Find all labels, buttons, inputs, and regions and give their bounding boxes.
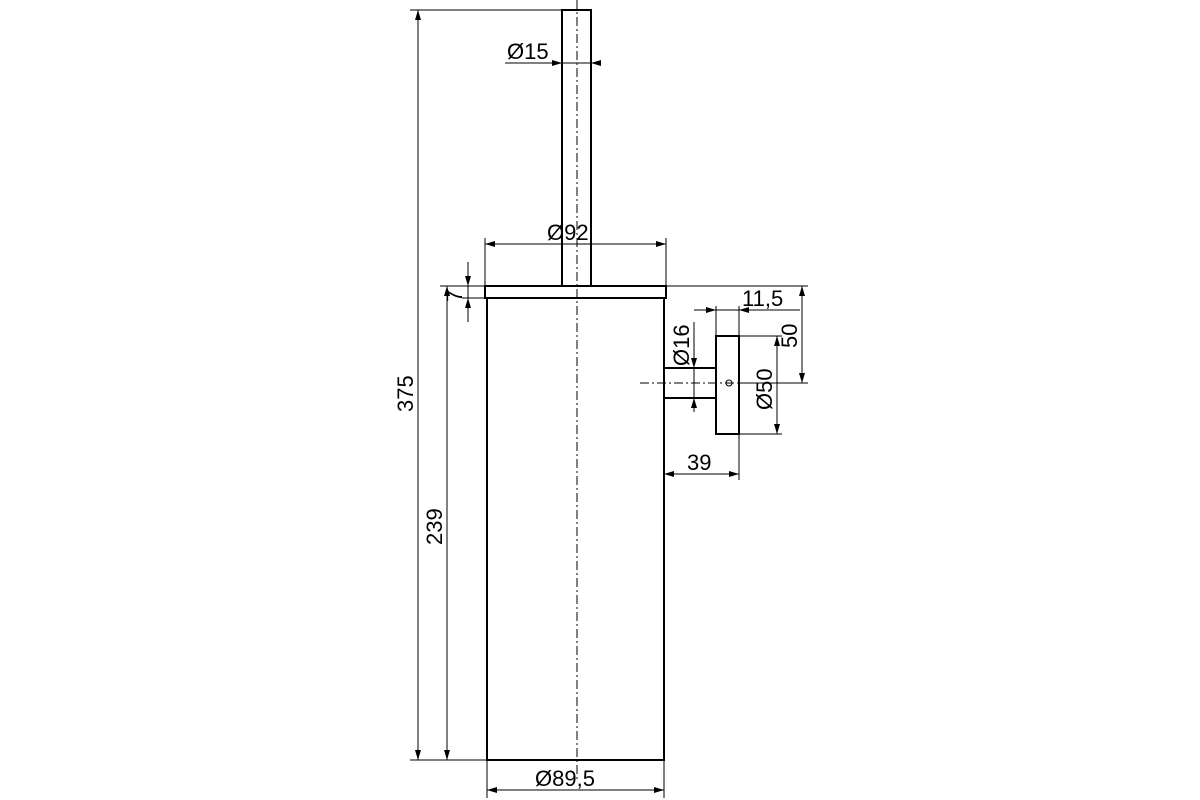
dim-arm-diameter-label: Ø16 [669, 324, 694, 366]
dim-mount-thickness: 11,5 [694, 286, 800, 336]
wall-mount-plate [715, 335, 740, 435]
dim-mount-offset-label: 50 [777, 324, 802, 348]
dim-lid-diameter-label: Ø92 [547, 220, 589, 245]
dim-handle-diameter-label: Ø15 [507, 39, 549, 64]
dim-overall-height-label: 375 [393, 375, 418, 412]
lid [484, 285, 667, 299]
dim-overall-height: 375 [393, 9, 562, 761]
dim-mount-diameter-label: Ø50 [752, 368, 777, 410]
dim-mount-thickness-label: 11,5 [742, 286, 783, 311]
dim-mount-offset: 50 [666, 285, 808, 384]
dim-mount-diameter: Ø50 [739, 335, 782, 435]
dim-body-height: 239 [422, 285, 485, 760]
dim-arm-diameter: Ø16 [669, 322, 697, 412]
dim-wall-projection: 39 [663, 398, 740, 480]
container-body [486, 297, 665, 761]
dim-handle-diameter: Ø15 [505, 39, 601, 66]
dim-body-diameter-label: Ø89,5 [535, 766, 595, 791]
dim-body-diameter: Ø89,5 [486, 760, 665, 798]
dim-wall-projection-label: 39 [687, 450, 711, 475]
dim-body-height-label: 239 [422, 508, 447, 545]
dim-lid-diameter: Ø92 [484, 220, 667, 286]
